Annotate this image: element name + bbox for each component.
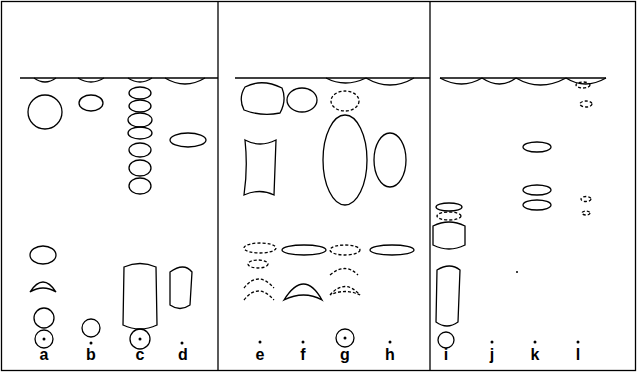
lane-label: k: [531, 347, 540, 363]
spots-lane-e: [241, 83, 284, 344]
lane-label: d: [178, 347, 188, 363]
lane-label: j: [490, 347, 494, 363]
spots-lane-h: [366, 78, 414, 344]
spots-lane-k: [516, 78, 566, 344]
lane-label: h: [385, 347, 395, 363]
lane-label: f: [300, 347, 305, 363]
spots-lane-c: [123, 78, 157, 349]
panel-divider: [217, 2, 218, 371]
lane-label: b: [86, 347, 96, 363]
spots-lane-a: [28, 78, 62, 348]
lane-label: i: [444, 347, 448, 363]
spots-lane-j: [482, 78, 518, 344]
lane-label: c: [136, 347, 145, 363]
panel-divider: [429, 2, 430, 371]
spots-lane-l: [566, 78, 606, 344]
spots-lane-g: [323, 78, 367, 347]
spots-lane-f: [282, 88, 326, 344]
lane-label: a: [40, 347, 49, 363]
lane-label: l: [576, 347, 580, 363]
spots-lane-d: [165, 78, 206, 345]
spots-lane-i: [433, 78, 482, 348]
lane-label: e: [256, 347, 265, 363]
solvent-front: [20, 78, 606, 79]
lane-label: g: [340, 347, 350, 363]
spots-lane-b: [78, 78, 104, 345]
